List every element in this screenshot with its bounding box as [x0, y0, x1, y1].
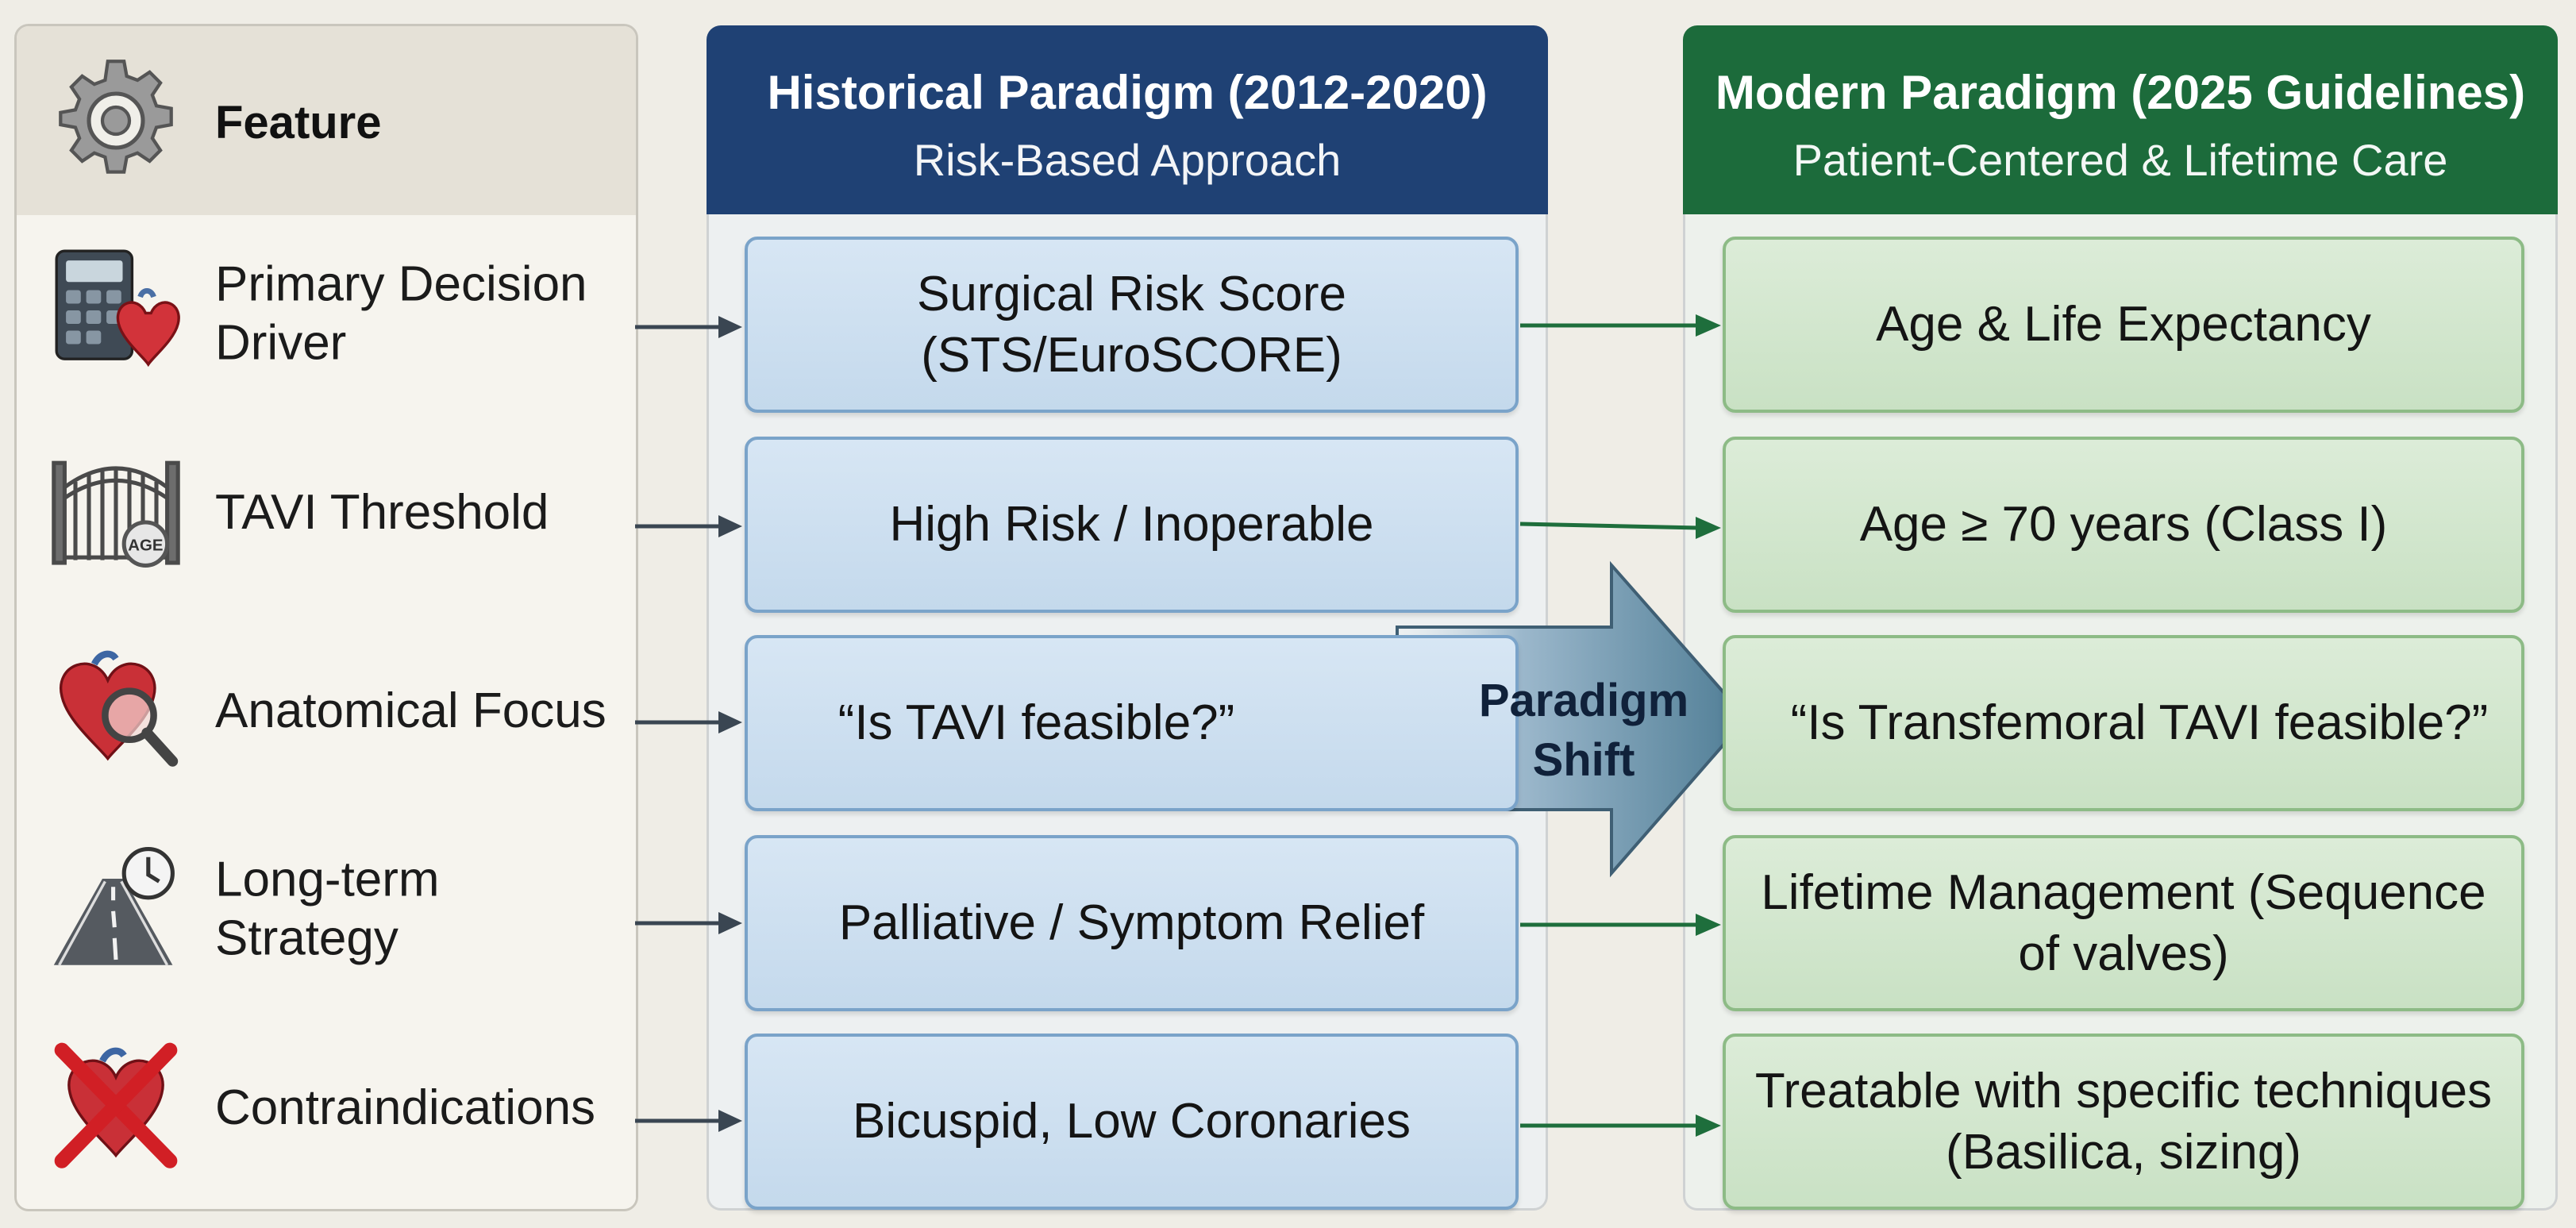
feature-row-long-term-strategy: Long-term Strategy: [17, 810, 636, 1011]
modern-header-subtitle: Patient-Centered & Lifetime Care: [1792, 135, 2448, 185]
feature-label: Contraindications: [215, 1080, 596, 1135]
modern-paradigm-header: Modern Paradigm (2025 Guidelines) Patien…: [1683, 25, 2558, 216]
feature-row-contraindications: Contraindications: [17, 1009, 636, 1207]
paradigm-shift-label: Paradigm Shift: [1469, 671, 1699, 791]
paradigm-shift-line2: Shift: [1532, 734, 1635, 787]
historical-header-title: Historical Paradigm (2012-2020): [767, 66, 1488, 119]
age-badge-text: AGE: [128, 537, 163, 555]
heart-magnifier-icon: [59, 650, 179, 767]
modern-cell: Lifetime Management (Sequence of valves): [1723, 835, 2524, 1011]
gear-icon: [59, 60, 173, 174]
gate-age-icon: AGE: [52, 460, 180, 568]
modern-cell: Age ≥ 70 years (Class I): [1723, 437, 2524, 613]
feature-row-anatomical-focus: Anatomical Focus: [17, 612, 636, 813]
feature-column: Feature Primary Decision Driver: [14, 24, 638, 1211]
feature-label: Long-term Strategy: [215, 852, 440, 966]
modern-cell: Age & Life Expectancy: [1723, 237, 2524, 413]
historical-paradigm-header: Historical Paradigm (2012-2020) Risk-Bas…: [707, 25, 1548, 216]
feature-label: Primary Decision Driver: [215, 256, 587, 371]
road-clock-icon: [53, 847, 175, 966]
feature-header-title: Feature: [215, 97, 382, 148]
feature-row-decision-driver: Primary Decision Driver: [17, 215, 636, 416]
historical-header-subtitle: Risk-Based Approach: [913, 135, 1342, 185]
feature-row-tavi-threshold: AGE TAVI Threshold: [17, 414, 636, 614]
modern-cell: “Is Transfemoral TAVI feasible?”: [1723, 635, 2524, 811]
historical-cell: Surgical Risk Score (STS/EuroSCORE): [745, 237, 1519, 413]
modern-header-title: Modern Paradigm (2025 Guidelines): [1715, 66, 2526, 119]
paradigm-shift-line1: Paradigm: [1478, 675, 1689, 726]
feature-label: Anatomical Focus: [215, 683, 606, 738]
feature-label: TAVI Threshold: [215, 484, 549, 540]
historical-cell: Bicuspid, Low Coronaries: [745, 1034, 1519, 1210]
modern-cell: Treatable with specific techniques (Basi…: [1723, 1034, 2524, 1210]
calculator-heart-icon: [55, 249, 180, 368]
historical-cell: “Is TAVI feasible?”: [745, 635, 1519, 811]
historical-cell: Palliative / Symptom Relief: [745, 835, 1519, 1011]
historical-cell: High Risk / Inoperable: [745, 437, 1519, 613]
feature-header: Feature: [17, 26, 636, 217]
heart-crossed-icon: [54, 1042, 178, 1168]
